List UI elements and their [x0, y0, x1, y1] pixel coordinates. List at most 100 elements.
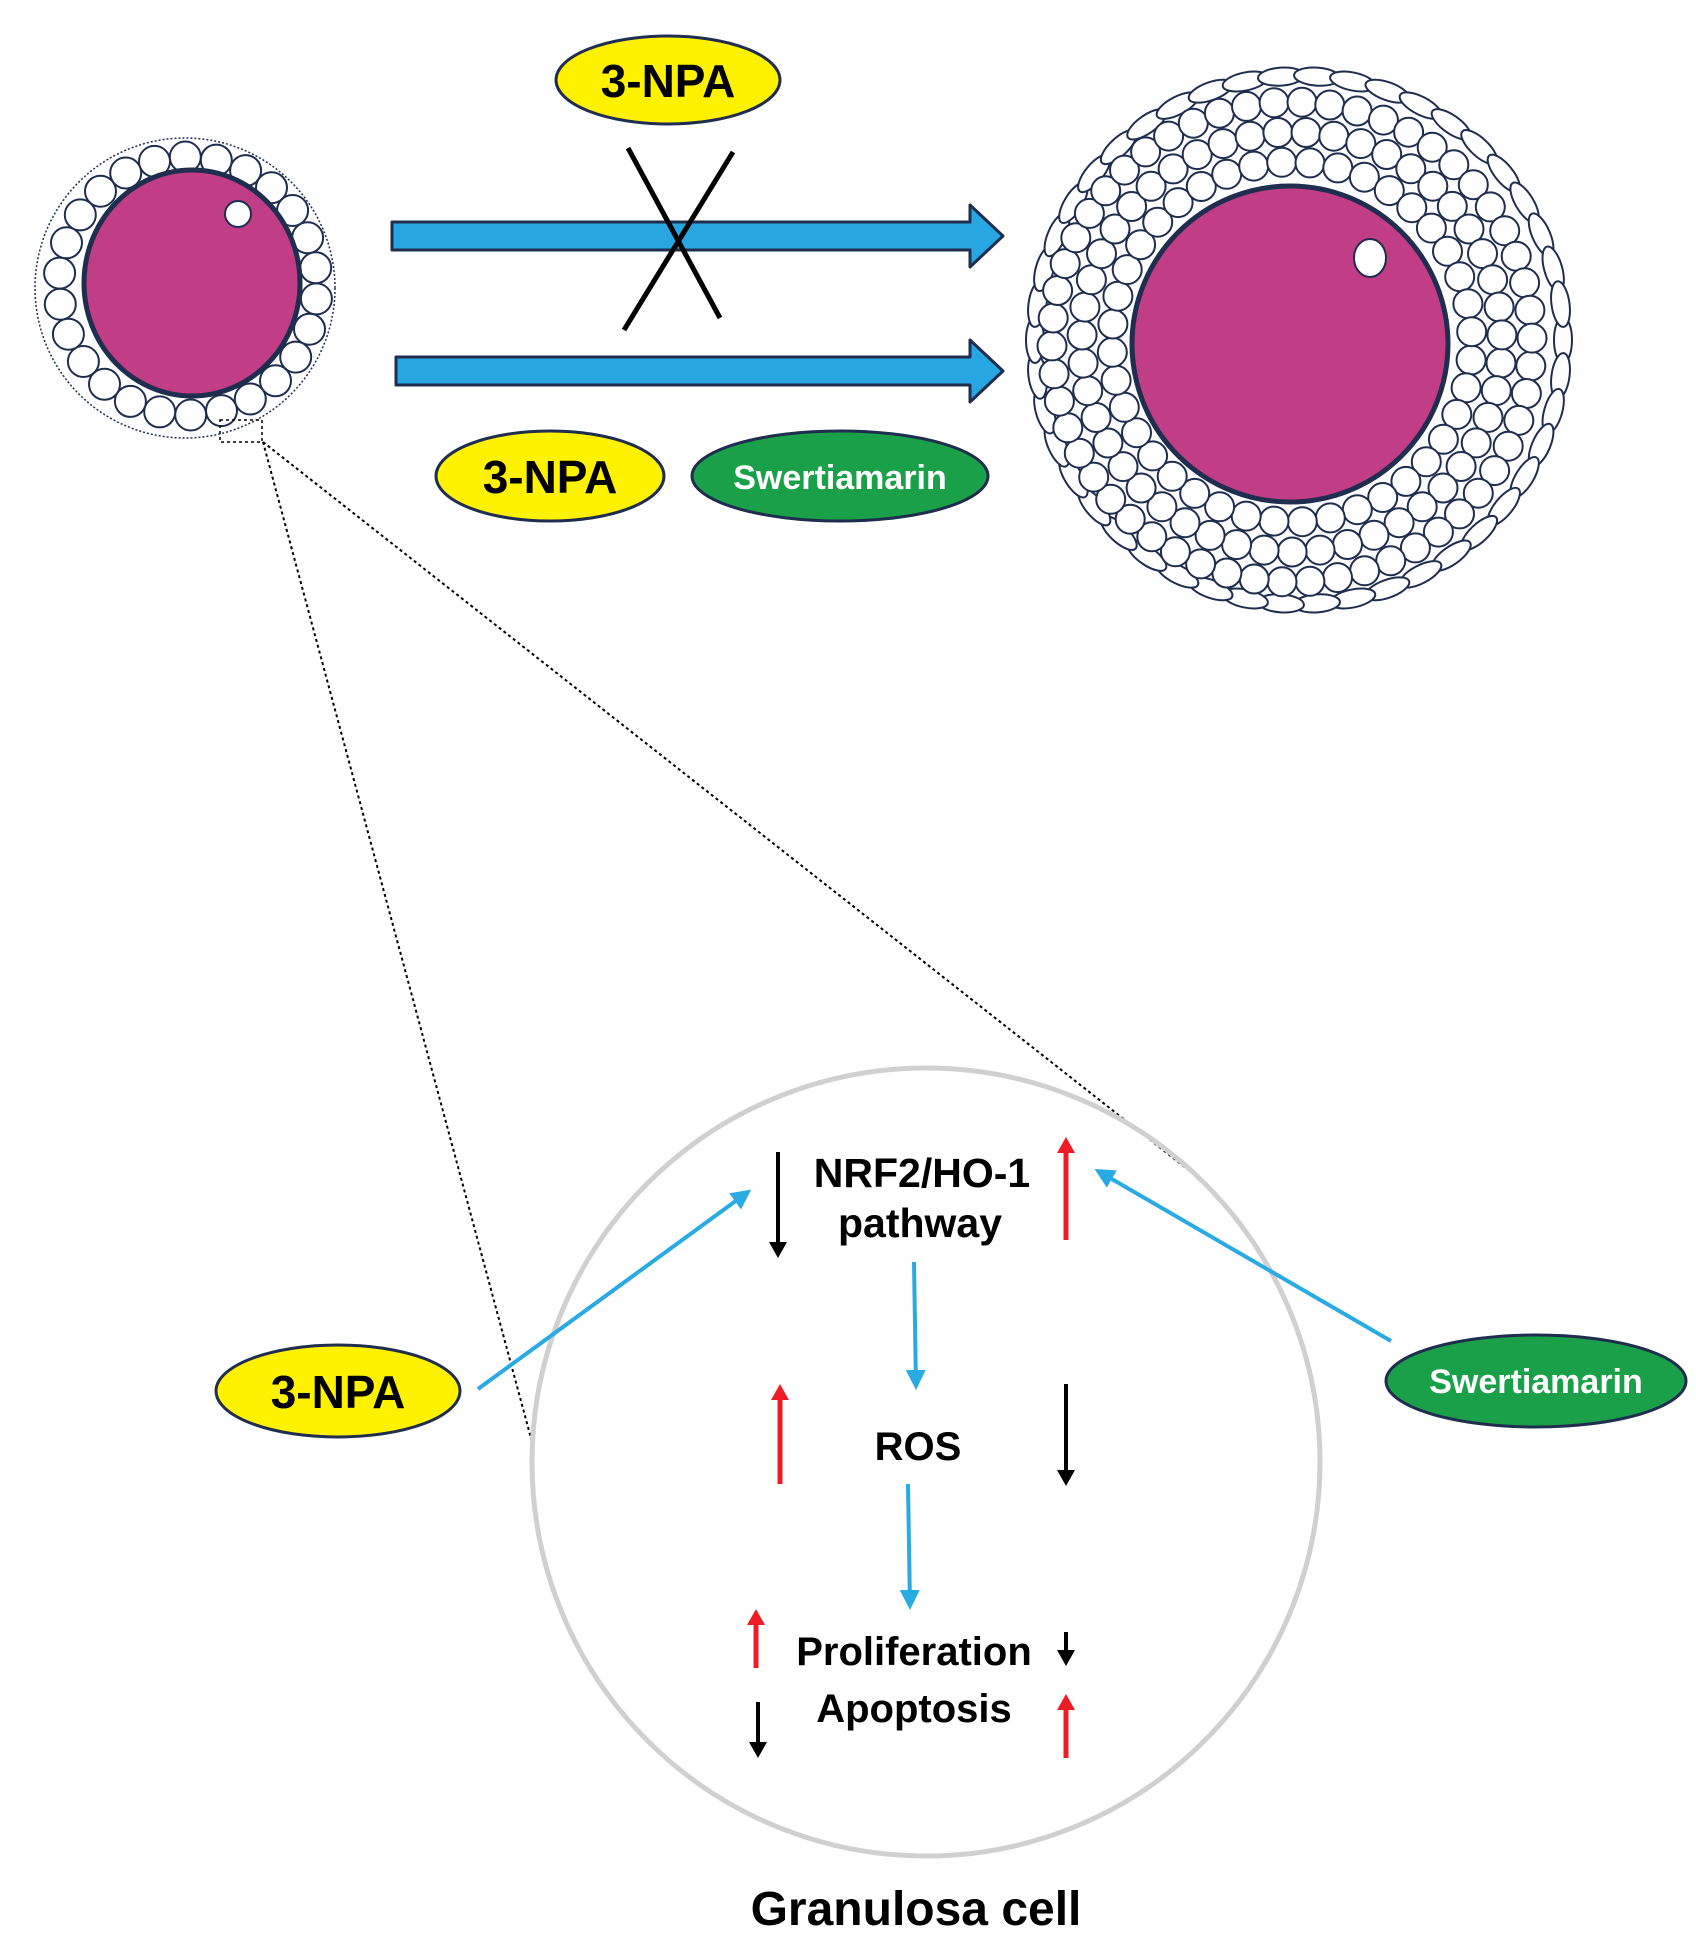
granulosa-cell	[1230, 500, 1262, 532]
granulosa-cell	[1492, 430, 1524, 462]
granulosa-cell	[1177, 107, 1209, 139]
granulosa-cell	[113, 384, 147, 418]
granulosa-cell	[43, 287, 77, 321]
granulosa-cell	[109, 156, 143, 190]
proliferation-label: Proliferation	[796, 1630, 1032, 1674]
granulosa-cell	[279, 340, 313, 374]
granulosa-cell	[143, 395, 177, 429]
granulosa-cell	[233, 382, 267, 416]
left-agent-label: 3-NPA	[271, 1366, 406, 1418]
granulosa-cell	[1453, 213, 1485, 245]
large-follicle-oocyte	[1129, 183, 1451, 505]
granulosa-cell	[1185, 171, 1217, 202]
nrf2-to-ros-arrow	[905, 1261, 926, 1390]
granulosa-cell	[1436, 190, 1468, 222]
small-follicle-granulosa-cells	[43, 140, 333, 432]
granulosa-cell	[1396, 192, 1428, 224]
granulosa-cell	[1266, 566, 1298, 598]
treatment-agent-ellipse-1	[434, 429, 666, 523]
granulosa-cell	[1156, 460, 1188, 492]
granulosa-cell	[1080, 402, 1112, 433]
granulosa-cell	[1371, 139, 1403, 170]
granulosa-cell	[1211, 158, 1243, 190]
granulosa-cell	[1262, 117, 1294, 148]
granulosa-cell	[1092, 427, 1124, 459]
nrf2-pathway-label-line2: pathway	[838, 1200, 1002, 1246]
blocked-development-arrow	[390, 203, 1005, 269]
granulosa-cell	[84, 174, 117, 208]
granulosa-cell	[51, 317, 85, 351]
granulosa-cell	[1460, 427, 1492, 459]
granulosa-cell	[1276, 536, 1308, 568]
granulosa-cell	[1445, 451, 1477, 482]
granulosa-cell	[1111, 254, 1143, 286]
granulosa-cell	[1290, 117, 1322, 148]
granulosa-cell	[1146, 491, 1178, 523]
small-follicle-nucleus	[224, 200, 252, 228]
blocked-agent-ellipse	[554, 34, 782, 126]
granulosa-cell	[1096, 336, 1128, 368]
apoptosis-up-arrow	[1057, 1694, 1075, 1758]
granulosa-cell	[1348, 161, 1380, 193]
granulosa-cell	[1367, 482, 1399, 513]
granulosa-cell	[1090, 175, 1122, 207]
granulosa-cell	[1078, 461, 1110, 493]
granulosa-cell	[1450, 372, 1482, 404]
ros-label: ROS	[875, 1425, 962, 1469]
granulosa-cell	[1432, 235, 1463, 267]
granulosa-cell	[50, 226, 83, 260]
granulosa-cell	[43, 256, 77, 290]
granulosa-cell	[1427, 423, 1459, 455]
granulosa-cell	[1332, 529, 1363, 560]
granulosa-cell	[1066, 319, 1098, 351]
granulosa-cell	[1410, 446, 1442, 478]
granulosa-cell	[1095, 483, 1127, 515]
granulosa-cell	[1169, 507, 1201, 539]
granulosa-cell	[1114, 503, 1146, 535]
granulosa-cell	[1472, 401, 1504, 433]
granulosa-cell	[1036, 330, 1068, 362]
granulosa-cell	[1121, 417, 1152, 449]
granulosa-cell	[1125, 229, 1157, 261]
granulosa-cell	[1457, 169, 1489, 201]
granulosa-cell	[1221, 529, 1253, 561]
treatment-agent-ellipse-2	[690, 429, 990, 523]
granulosa-cell	[1516, 322, 1548, 354]
granulosa-cell	[1069, 291, 1101, 323]
granulosa-cell	[1238, 150, 1270, 182]
granulosa-cell	[1086, 238, 1117, 270]
granulosa-cell	[1157, 153, 1189, 185]
granulosa-cell	[1153, 120, 1185, 152]
granulosa-cell	[1211, 557, 1243, 589]
granulosa-cell	[1142, 206, 1174, 238]
apoptosis-down-arrow	[749, 1702, 767, 1758]
granulosa-cell	[293, 312, 326, 346]
granulosa-cell	[1049, 248, 1081, 280]
granulosa-cell	[1474, 191, 1506, 223]
granulosa-cell	[1125, 472, 1157, 504]
granulosa-cell	[1427, 472, 1459, 504]
granulosa-cell	[1358, 519, 1390, 551]
granulosa-cell	[1037, 302, 1069, 334]
granulosa-cell	[1383, 507, 1415, 539]
small-follicle	[34, 137, 336, 439]
granulosa-cell-circle	[529, 1065, 1323, 1859]
nrf2-pathway-label-line1: NRF2/HO-1	[814, 1150, 1030, 1196]
granulosa-cell	[1375, 545, 1407, 577]
granulosa-cell	[1108, 391, 1140, 423]
granulosa-cell	[1441, 398, 1473, 430]
block-x-mark	[621, 146, 736, 332]
nrf2-down-arrow	[769, 1152, 787, 1258]
granulosa-cell	[299, 251, 333, 285]
granulosa-cell	[1318, 120, 1350, 152]
granulosa-cell	[1204, 491, 1236, 523]
granulosa-cell	[1514, 294, 1546, 326]
granulosa-cell	[1038, 358, 1070, 390]
granulosa-cell	[1107, 451, 1139, 483]
granulosa-cell	[259, 364, 292, 398]
granulosa-cell	[1477, 264, 1509, 296]
granulosa-cell	[1203, 97, 1235, 129]
large-follicle-granulosa-cells	[1036, 86, 1548, 598]
granulosa-cell	[1258, 505, 1290, 537]
granulosa-cell	[1415, 212, 1447, 244]
